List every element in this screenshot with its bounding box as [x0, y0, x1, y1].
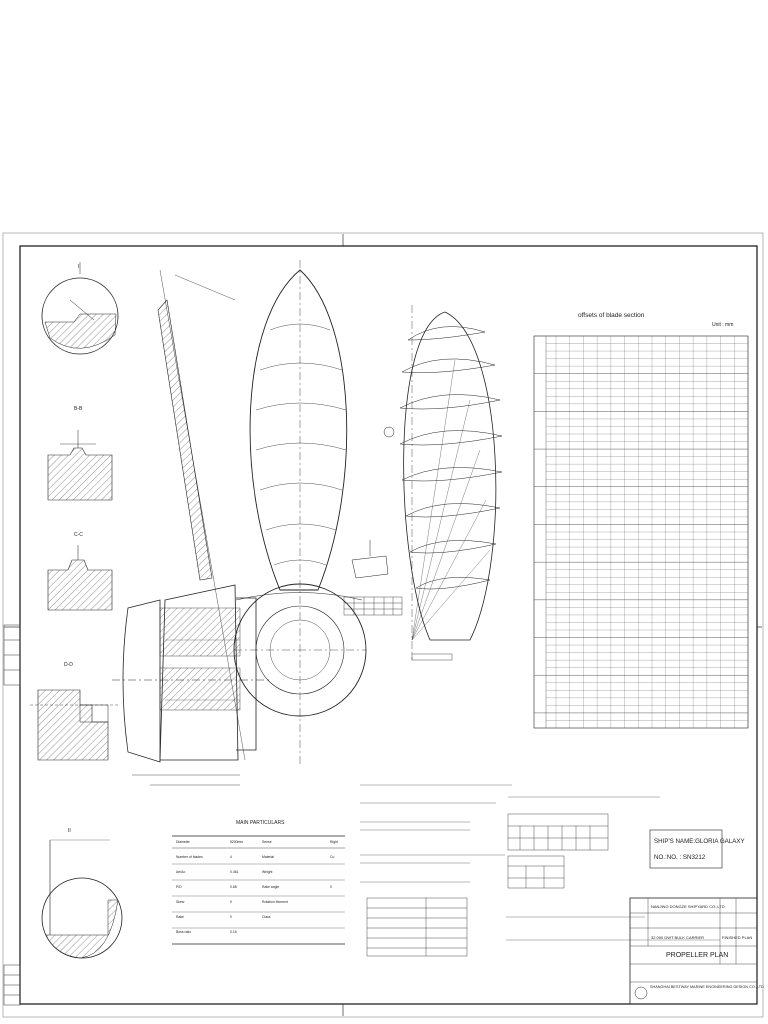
particular-value: Cu [330, 855, 335, 859]
particular-label: P/D [176, 885, 182, 889]
particular-label: Diameter [176, 840, 190, 844]
particular-value: 0 [330, 885, 332, 889]
section-D-D [30, 689, 118, 761]
label-section-I: I [78, 264, 80, 270]
particular-label: Number of blades [176, 855, 203, 859]
main-particulars-table [172, 835, 345, 945]
title-block-stage: FINISHED PLAN [722, 935, 753, 940]
ship-name-line: SHIP'S NAME:GLORIA GALAXY [654, 838, 745, 845]
offsets-table [533, 335, 749, 729]
left-revision-boxes [3, 624, 21, 1006]
chemical-composition-table [507, 813, 609, 889]
particular-label: Skew [176, 900, 185, 904]
offsets-title: offsets of blade section [578, 312, 645, 319]
particular-label: Class [262, 915, 271, 919]
detail-I [41, 262, 119, 355]
section-C-C [47, 545, 113, 611]
main-particulars-title: MAIN PARTICULARS [236, 820, 285, 826]
particular-value: 0.68 [230, 885, 237, 889]
label-section-B-B: B-B [74, 406, 83, 412]
detail-II [41, 839, 123, 959]
ship-number-line: NO.:NO. : SN3212 [654, 854, 706, 861]
blade-outline-view [233, 260, 367, 765]
title-block-ship-type: 32 000 DWT BULK CARRIER [651, 935, 705, 940]
tip-detail [351, 540, 389, 579]
particular-label: Ae/Ao [176, 870, 186, 874]
small-section-table [343, 596, 403, 616]
oil-pressure-table [366, 897, 468, 957]
particular-label: Rake [176, 915, 184, 919]
center-marks [4, 234, 762, 1016]
label-section-D-D: D-D [64, 662, 73, 668]
label-section-C-C: C-C [74, 532, 83, 538]
label-section-II: II [68, 828, 71, 834]
particular-value: Right [330, 840, 338, 844]
section-B-B [47, 430, 113, 501]
title-block [629, 897, 758, 1005]
title-block-drawing-title: PROPELLER PLAN [666, 952, 729, 959]
unit-label: Unit : mm [712, 322, 734, 328]
outer-border [2, 232, 764, 1018]
particular-label: Rotation Moment [262, 900, 288, 904]
title-block-designer: SHANGHAI BESTWAY MARINE ENGINEERING DESI… [650, 985, 764, 989]
particular-label: Material [262, 855, 275, 859]
particular-label: Weight [262, 870, 273, 874]
inner-border [19, 245, 758, 1005]
particular-label: Rake angle [262, 885, 280, 889]
particular-label: Boss ratio [176, 930, 192, 934]
hub-section-view [112, 269, 270, 786]
title-block-owner: NANJING DONGZE SHIPYARD CO.,LTD [651, 904, 725, 909]
ship-name-box [649, 829, 723, 869]
particular-value: 0.18 [230, 930, 237, 934]
particular-value: 0 [230, 900, 232, 904]
notes-lines [360, 784, 720, 941]
expanded-sections-view [383, 305, 503, 661]
particular-label: Sense [262, 840, 272, 844]
particular-value: 5200mm [230, 840, 244, 844]
particular-value: 0.461 [230, 870, 239, 874]
particular-value: 0 [230, 915, 232, 919]
particular-value: 4 [230, 855, 232, 859]
